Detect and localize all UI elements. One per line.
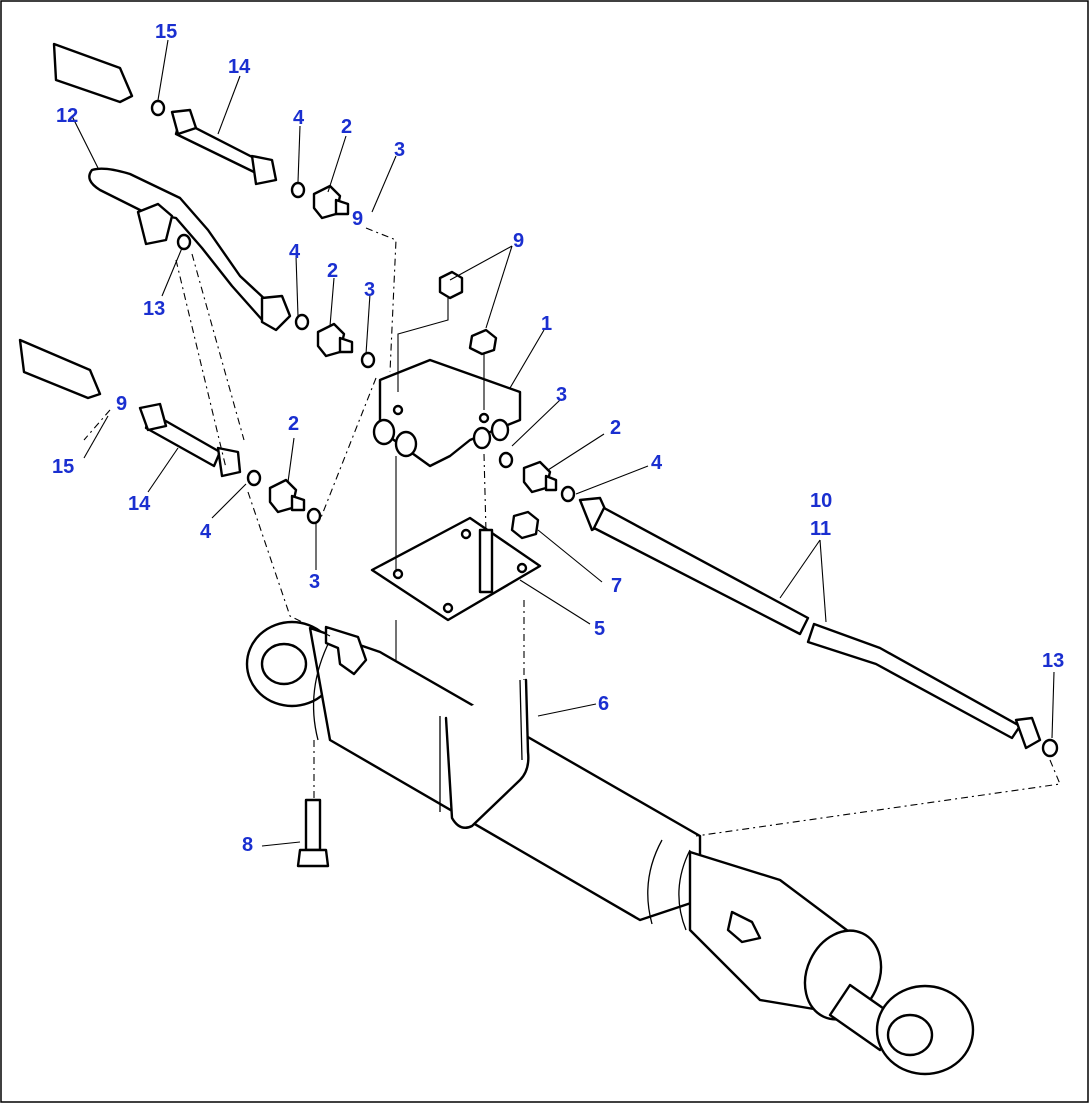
callout-15: 15 (155, 21, 177, 43)
callout-2: 2 (327, 260, 338, 282)
callout-2: 2 (610, 417, 621, 439)
callout-10: 10 (810, 490, 832, 512)
u-bolt-6 (439, 600, 530, 829)
callout-9: 9 (116, 393, 127, 415)
callout-3: 3 (364, 279, 375, 301)
callout-8: 8 (242, 834, 253, 856)
fitting-row-middle (294, 313, 376, 369)
callout-6: 6 (598, 693, 609, 715)
leader-lines (71, 39, 1055, 847)
callout-12: 12 (56, 105, 78, 127)
tube-14-lower (18, 338, 242, 478)
nut-7 (510, 510, 540, 540)
tube-14-upper (52, 42, 278, 186)
callout-13: 13 (1042, 650, 1064, 672)
bolt-8 (296, 740, 330, 868)
callout-4: 4 (293, 107, 305, 129)
plate-5 (370, 456, 542, 660)
callout-4: 4 (200, 521, 212, 543)
callout-3: 3 (556, 384, 567, 406)
callout-4: 4 (651, 452, 663, 474)
callouts: 15 14 12 4 2 3 9 9 4 2 3 13 1 9 3 2 2 15… (52, 21, 1064, 856)
callout-1: 1 (541, 313, 552, 335)
alignment-lines (83, 227, 1061, 837)
hydraulic-cylinder (245, 620, 975, 1076)
valve-block-1 (372, 358, 522, 468)
callout-9: 9 (513, 230, 524, 252)
callout-14: 14 (228, 56, 251, 78)
nuts-9 (397, 270, 498, 410)
callout-15: 15 (52, 456, 74, 478)
callout-3: 3 (309, 571, 320, 593)
callout-14: 14 (128, 493, 151, 515)
callout-2: 2 (341, 116, 352, 138)
hoses-10-11 (578, 496, 1059, 758)
callout-13: 13 (143, 298, 165, 320)
fitting-row-upper (290, 181, 350, 220)
fitting-row-right (498, 451, 576, 503)
bent-tube-12 (88, 167, 292, 332)
fitting-row-lower (246, 469, 322, 525)
callout-5: 5 (594, 618, 605, 640)
callout-11: 11 (810, 518, 831, 540)
callout-2: 2 (288, 413, 299, 435)
callout-3: 3 (394, 139, 405, 161)
callout-4: 4 (289, 241, 301, 263)
callout-9: 9 (352, 208, 363, 230)
callout-7: 7 (611, 575, 622, 597)
